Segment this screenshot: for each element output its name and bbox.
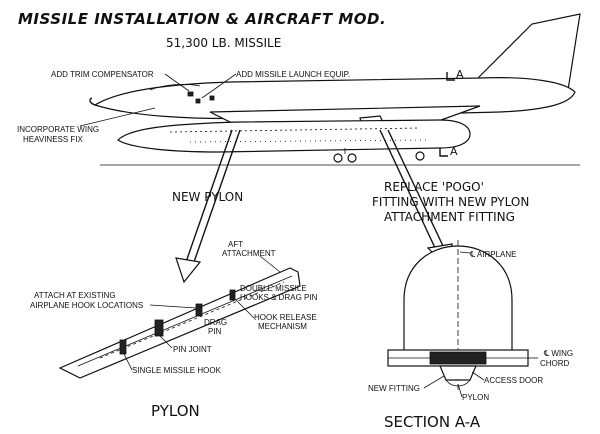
aircraft-canopy (149, 83, 201, 91)
pylon-caption: PYLON (151, 402, 200, 420)
aircraft-drawing (89, 13, 581, 127)
label-double-2: HOOKS & DRAG PIN (240, 293, 318, 302)
pylon-edge (77, 275, 293, 367)
label-wing-chord-2: CHORD (540, 359, 570, 368)
leader-new-fitting (423, 375, 445, 389)
aircraft-nose (89, 97, 96, 106)
launch-equip-marker (195, 98, 201, 104)
landing-gear-wheel (333, 153, 343, 163)
label-wing-fix-1: INCORPORATE WING (17, 125, 99, 134)
landing-gear-wheel (415, 151, 425, 161)
label-centerline-airplane: ℄ AIRPLANE (469, 250, 517, 259)
pylon-detail (58, 267, 301, 379)
label-hook-release-2: MECHANISM (258, 322, 307, 331)
label-pylon-section: PYLON (462, 393, 489, 402)
svg-text:A: A (456, 68, 464, 81)
launch-equip-marker-2 (209, 95, 215, 101)
leader-hook-release (235, 299, 255, 319)
section-marker-top: A (446, 68, 464, 81)
leader-single-hook (123, 353, 133, 371)
section-marker-bottom: A (439, 145, 458, 158)
pylon-section (439, 365, 477, 381)
label-aft-1: AFT (228, 240, 243, 249)
label-launch-equip: ADD MISSILE LAUNCH EQUIP. (236, 70, 350, 79)
label-attach-2: AIRPLANE HOOK LOCATIONS (30, 301, 143, 310)
label-trim-compensator: ADD TRIM COMPENSATOR (51, 70, 154, 79)
label-pin-joint: PIN JOINT (173, 345, 212, 354)
label-wing-fix-2: HEAVINESS FIX (23, 135, 84, 144)
missile-stipple (169, 127, 421, 133)
leader-access-door (471, 371, 485, 381)
label-drag-2: PIN (208, 327, 222, 336)
label-single-hook: SINGLE MISSILE HOOK (132, 366, 222, 375)
leader-pylon-section (457, 383, 463, 398)
drag-pin-marker (195, 303, 203, 317)
diagram-subtitle: 51,300 LB. MISSILE (166, 36, 281, 50)
label-new-fitting: NEW FITTING (368, 384, 420, 393)
missile-stipple-2 (189, 139, 431, 143)
landing-gear-wheel (347, 153, 357, 163)
missile-top-section (445, 379, 471, 387)
leader-pin-joint (159, 335, 173, 349)
diagram-title: MISSILE INSTALLATION & AIRCRAFT MOD. (18, 10, 386, 28)
section-caption: SECTION A-A (384, 413, 481, 431)
arrow-to-pylon (175, 129, 241, 284)
leader-aft (259, 255, 281, 273)
leader-wing-fix (79, 107, 156, 127)
label-drag-1: DRAG (204, 318, 227, 327)
label-hook-release-1: HOOK RELEASE (254, 313, 317, 322)
single-hook-marker (119, 339, 127, 355)
label-double-1: DOUBLE MISSILE (240, 284, 307, 293)
leader-launch (201, 73, 237, 99)
label-replace-2: FITTING WITH NEW PYLON (372, 195, 529, 209)
svg-text:A: A (450, 145, 458, 158)
label-wing-chord-1: ℄ WING (543, 349, 573, 358)
wing-box (429, 351, 487, 365)
leader-attach (149, 304, 197, 309)
leader-trim (164, 73, 190, 92)
label-access-door: ACCESS DOOR (484, 376, 543, 385)
label-attach-1: ATTACH AT EXISTING (34, 291, 116, 300)
section-a-a-drawing (387, 240, 529, 392)
label-replace-1: REPLACE 'POGO' (384, 180, 484, 194)
missile-body (117, 119, 471, 153)
trim-compensator-marker (187, 91, 194, 97)
label-aft-2: ATTACHMENT (222, 249, 276, 258)
label-replace-3: ATTACHMENT FITTING (384, 210, 515, 224)
pin-joint-marker (154, 319, 164, 337)
double-hook-marker (229, 289, 236, 301)
label-new-pylon: NEW PYLON (172, 190, 243, 204)
leader-centerline (459, 251, 471, 254)
missile-drawing (117, 119, 471, 163)
